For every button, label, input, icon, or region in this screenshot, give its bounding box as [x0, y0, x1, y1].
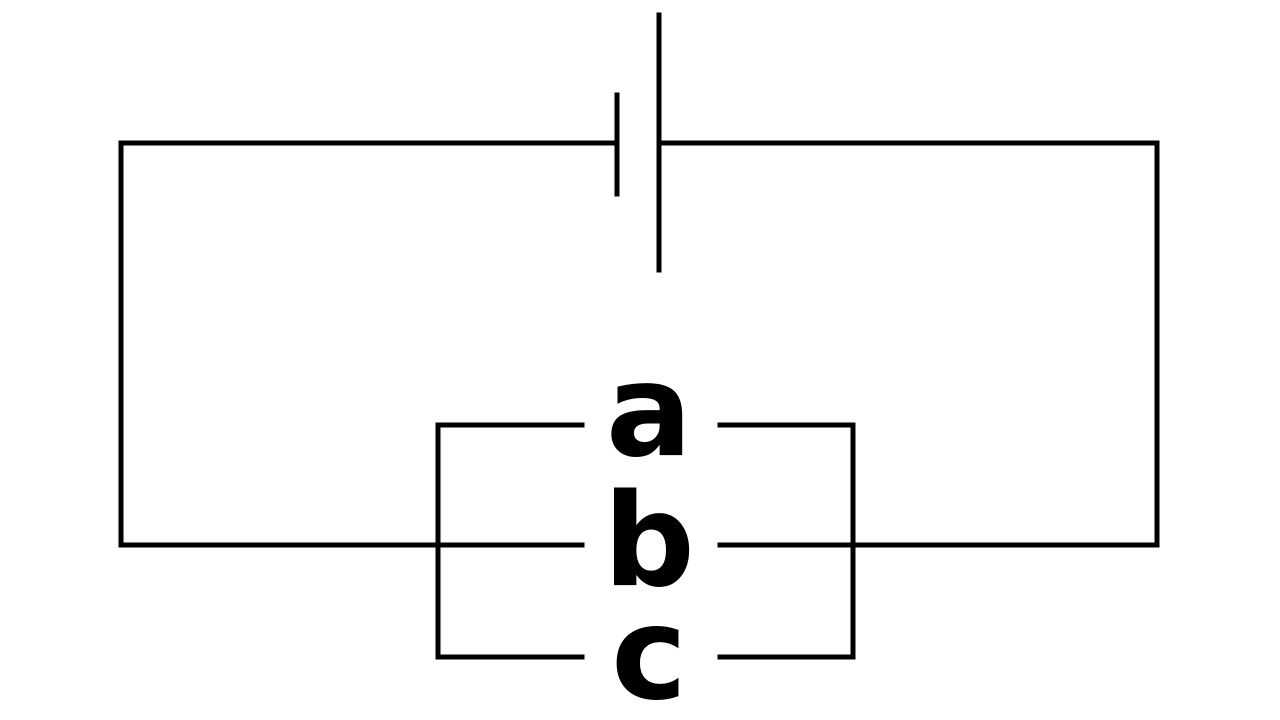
branch-label-b: b: [603, 467, 695, 616]
branch-label-a: a: [606, 337, 692, 486]
branch-label-c: c: [611, 580, 687, 720]
battery-symbol-icon: [614, 12, 662, 273]
